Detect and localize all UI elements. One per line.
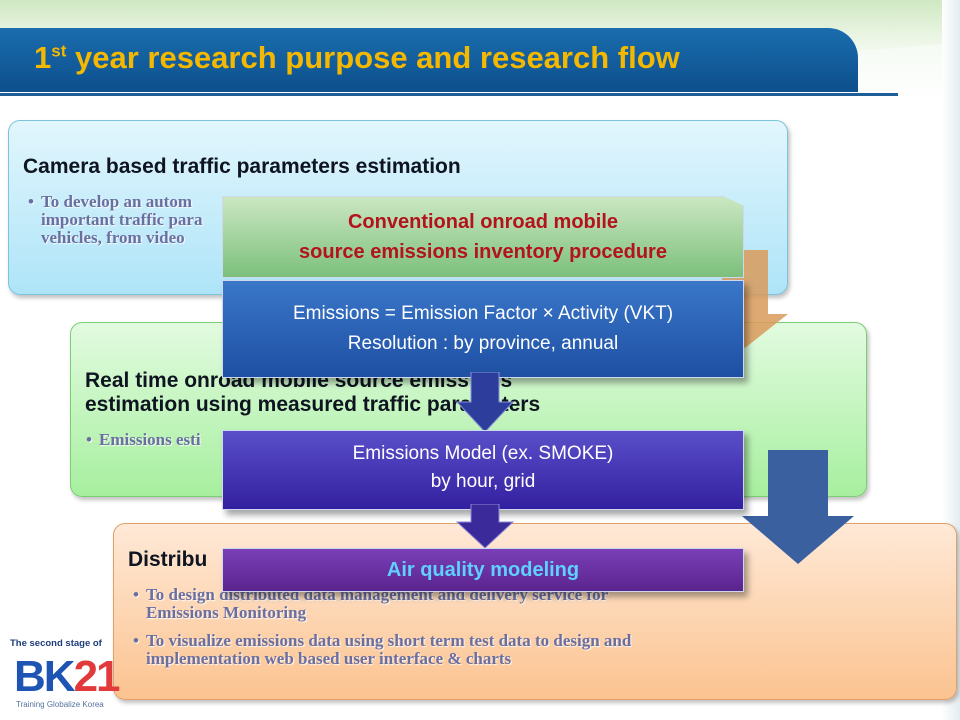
slide-title: 1st year research purpose and research f… (34, 40, 680, 75)
title-bar (0, 28, 898, 96)
conventional-line2: source emissions inventory procedure (299, 241, 667, 263)
air-quality-label: Air quality modeling (386, 559, 580, 581)
camera-bullet-line2: important traffic para (41, 210, 203, 229)
flow-arrow-1 (455, 372, 515, 433)
distributed-heading: Distribu (128, 548, 208, 571)
bk21-logo: The second stage of BK21 Training Global… (10, 638, 121, 716)
emissions-formula-box: Emissions = Emission Factor × Activity (… (222, 280, 744, 378)
realtime-bullet: •Emissions esti (86, 430, 201, 449)
emissions-model-line1: Emissions Model (ex. SMOKE) (352, 443, 614, 464)
realtime-heading-line2: estimation using measured traffic parame… (85, 393, 541, 416)
camera-bullet-line3: vehicles, from video (41, 228, 185, 247)
camera-bullet-line1: •To develop an autom (28, 192, 192, 211)
emissions-model-box: Emissions Model (ex. SMOKE) by hour, gri… (222, 430, 744, 510)
arrow-box2-to-box3 (742, 450, 854, 564)
conventional-line1: Conventional onroad mobile (347, 211, 618, 233)
air-quality-box: Air quality modeling (222, 548, 744, 592)
distributed-bullet2-line1: •To visualize emissions data using short… (133, 631, 632, 650)
flow-arrow-2 (455, 504, 515, 549)
logo-mark: BK21 (14, 652, 121, 701)
logo-tagline: The second stage of (10, 638, 102, 649)
logo-subtext: Training Globalize Korea (16, 700, 104, 709)
conventional-procedure-box: Conventional onroad mobile source emissi… (222, 196, 744, 278)
distributed-bullet2-line2: implementation web based user interface … (146, 649, 512, 668)
distributed-bullet1-line2: Emissions Monitoring (146, 603, 307, 622)
camera-estimation-heading: Camera based traffic parameters estimati… (23, 155, 461, 178)
emissions-model-line2: by hour, grid (430, 471, 536, 492)
emissions-resolution: Resolution : by province, annual (347, 333, 619, 354)
emissions-formula: Emissions = Emission Factor × Activity (… (292, 303, 674, 324)
